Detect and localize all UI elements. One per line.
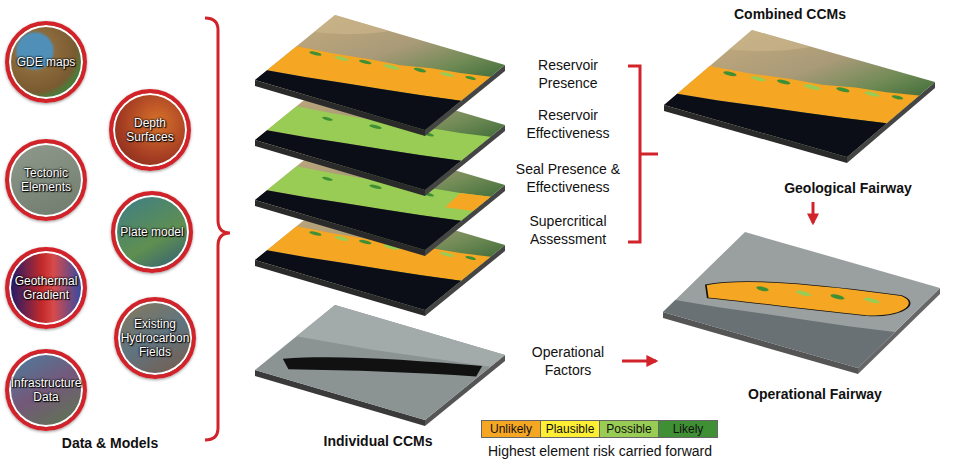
legend-swatch: Plausible — [540, 420, 600, 438]
map-title: Operational Fairway — [748, 386, 882, 403]
operational-fairway-map — [794, 289, 813, 297]
legend-text: Likely — [673, 422, 704, 436]
data-circle: Infrastructure Data — [5, 349, 87, 431]
right-bracket — [628, 66, 658, 242]
data-circle: Tectonic Elements — [5, 139, 87, 221]
layer-label: Reservoir Presence — [512, 56, 624, 92]
circle-label: Tectonic Elements — [10, 166, 82, 194]
data-circle: Plate model — [111, 191, 193, 273]
operational-fairway-map — [755, 286, 770, 293]
factor-arrow — [622, 360, 656, 363]
operational-layer — [255, 305, 505, 420]
legend-text: Unlikely — [490, 422, 532, 436]
ccm-layer-stack — [444, 189, 491, 214]
group-label: Data & Models — [62, 434, 158, 452]
circle-label: Existing Hydrocarbon Fields — [119, 317, 191, 359]
combined-map — [664, 71, 887, 157]
circle-label: Infrastructure Data — [10, 376, 82, 404]
data-circle: Depth Surfaces — [109, 89, 191, 171]
data-circle: Existing Hydrocarbon Fields — [114, 297, 196, 379]
operational-fairway-map — [829, 293, 846, 300]
combined-map — [664, 30, 935, 157]
layer-label: Operational Factors — [512, 343, 624, 379]
operational-layer — [255, 305, 505, 426]
flow-arrow — [812, 202, 815, 223]
combined-map — [664, 30, 935, 163]
layer-label: Seal Presence & Effectiveness — [512, 160, 624, 196]
legend-text: Possible — [606, 422, 651, 436]
legend-text: Plausible — [546, 422, 595, 436]
legend-swatch: Likely — [658, 420, 718, 438]
circle-label: GDE maps — [10, 55, 82, 69]
data-circle: Geothermal Gradient — [5, 247, 87, 329]
operational-fairway-map — [663, 232, 940, 368]
group-label: Individual CCMs — [324, 432, 433, 450]
legend-swatch: Possible — [599, 420, 659, 438]
map-title: Combined CCMs — [734, 6, 846, 23]
ccm-layer-stack — [255, 15, 505, 130]
circle-label: Plate model — [116, 225, 188, 239]
operational-fairway-map — [663, 232, 940, 368]
left-bracket — [205, 18, 230, 440]
left-bracket — [205, 18, 230, 440]
circle-label: Depth Surfaces — [114, 116, 186, 144]
legend-swatch: Unlikely — [481, 420, 541, 438]
operational-fairway-map — [862, 297, 881, 305]
combined-map — [664, 30, 935, 157]
operational-layer — [255, 305, 505, 420]
circle-label: Geothermal Gradient — [10, 274, 82, 302]
right-bracket — [628, 66, 658, 242]
operational-fairway-map — [663, 232, 940, 374]
operational-layer — [275, 321, 488, 412]
legend: Unlikely Plausible Possible Likely — [481, 420, 718, 438]
layer-label: Supercritical Assessment — [512, 212, 624, 248]
ccm-layer-stack — [255, 15, 505, 316]
operational-fairway-map — [696, 250, 915, 345]
map-panel: Combined CCMsGeological Fairway — [658, 2, 943, 199]
factor-arrow — [622, 361, 656, 362]
legend-caption: Highest element risk carried forward — [488, 442, 712, 460]
data-circle: GDE maps — [5, 21, 87, 103]
layer-label: Reservoir Effectiveness — [512, 106, 624, 142]
map-panel: Operational Fairway — [660, 226, 945, 405]
ccm-layer-stack — [255, 51, 461, 130]
map-title: Geological Fairway — [784, 180, 912, 197]
ccm-layer-stack — [255, 15, 505, 130]
